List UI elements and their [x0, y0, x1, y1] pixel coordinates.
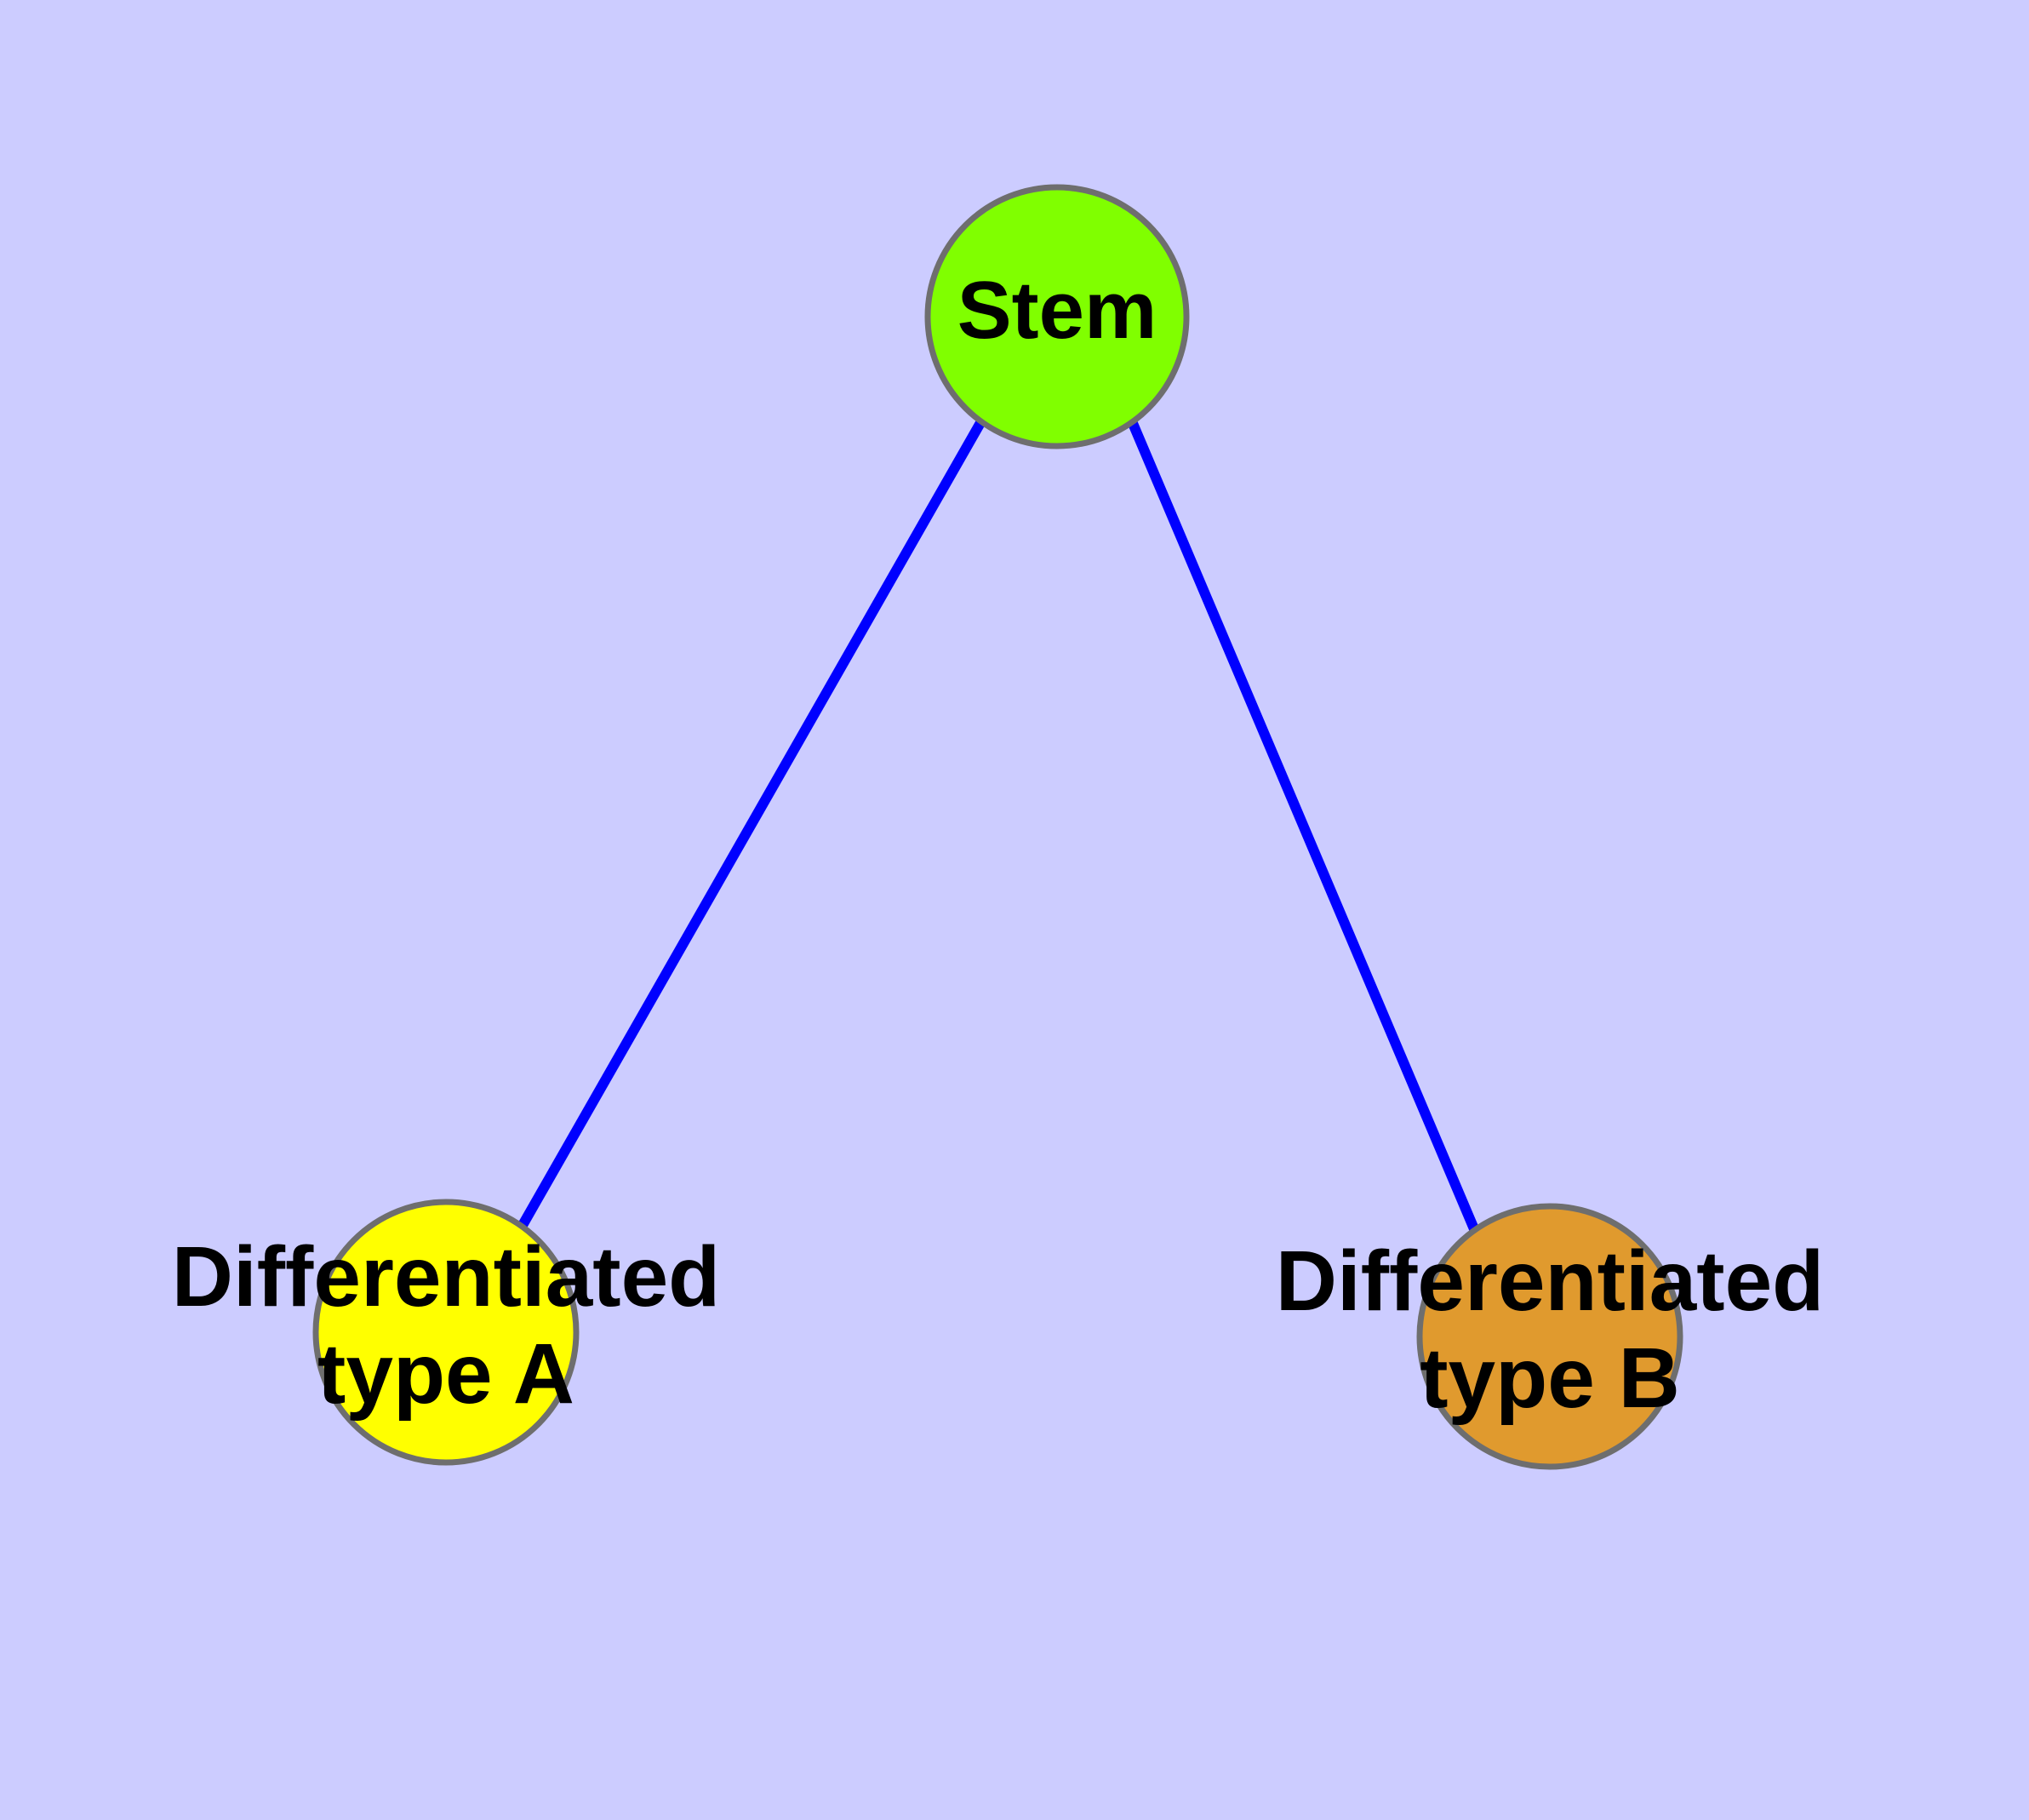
node-label-line: type A [317, 1326, 574, 1422]
edges-layer [517, 419, 1480, 1233]
node-label-line: Stem [957, 265, 1157, 356]
node-circle-diff_b[interactable] [1416, 1203, 1683, 1470]
node-label-line: Differentiated [1276, 1233, 1825, 1329]
edge-stem-to-diff_b [1127, 419, 1480, 1233]
node-circle-stem[interactable] [924, 184, 1190, 449]
nodes-layer [312, 184, 1683, 1470]
node-label-line: type B [1420, 1331, 1680, 1426]
node-circle-diff_a[interactable] [312, 1199, 580, 1466]
node-label-stem: Stem [957, 265, 1157, 356]
node-label-line: Differentiated [172, 1229, 721, 1325]
edge-stem-to-diff_a [517, 419, 986, 1229]
